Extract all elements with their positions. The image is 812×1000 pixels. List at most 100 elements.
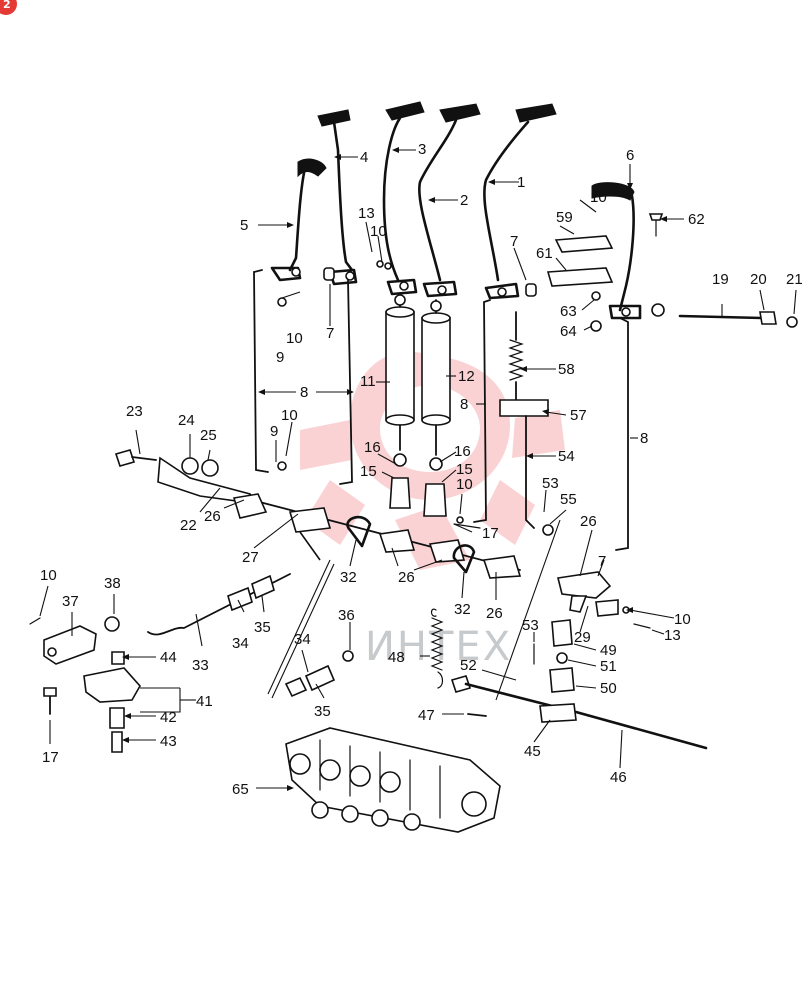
pivot-49-50	[533, 619, 575, 693]
callout-62: 62	[688, 211, 705, 228]
callout-2: 2	[460, 192, 468, 209]
small-hardware	[277, 260, 665, 529]
lever-6	[591, 182, 642, 320]
callout-8: 8	[300, 384, 308, 401]
callout-10: 10	[281, 407, 298, 424]
callout-3: 3	[418, 141, 426, 158]
callout-26: 26	[580, 513, 597, 530]
callout-13: 13	[664, 627, 681, 644]
callout-10: 10	[456, 476, 473, 493]
callout-35: 35	[254, 619, 271, 636]
cross-shaft-26	[232, 493, 522, 579]
callout-35: 35	[314, 703, 331, 720]
callout-17: 17	[42, 749, 59, 766]
lever-4	[317, 109, 358, 286]
callout-10: 10	[286, 330, 303, 347]
callout-53: 53	[522, 617, 539, 634]
callout-13: 13	[358, 205, 375, 222]
callout-52: 52	[460, 657, 477, 674]
shaft-19	[678, 311, 798, 328]
callout-4: 4	[360, 149, 368, 166]
callout-63: 63	[560, 303, 577, 320]
callout-44: 44	[160, 649, 177, 666]
lever-2	[418, 103, 481, 298]
spring-48	[430, 608, 444, 689]
callout-24: 24	[178, 412, 195, 429]
callout-22: 22	[180, 517, 197, 534]
callout-7: 7	[510, 233, 518, 250]
callout-29: 29	[574, 629, 591, 646]
callout-34: 34	[294, 631, 311, 648]
callout-9: 9	[276, 349, 284, 366]
callout-25: 25	[200, 427, 217, 444]
callout-15: 15	[360, 463, 377, 480]
callout-51: 51	[600, 658, 617, 675]
callout-58: 58	[558, 361, 575, 378]
callout-17: 17	[482, 525, 499, 542]
callout-10: 10	[370, 223, 387, 240]
callout-21: 21	[786, 271, 803, 288]
assembly-guide-lines	[267, 519, 561, 701]
callout-12: 12	[458, 368, 475, 385]
lever-3	[382, 101, 425, 296]
lever-5	[270, 158, 327, 282]
callout-26: 26	[486, 605, 503, 622]
callout-61: 61	[536, 245, 553, 262]
callout-10: 10	[40, 567, 57, 584]
callout-8: 8	[460, 396, 468, 413]
callout-6: 6	[626, 147, 634, 164]
callout-36: 36	[338, 607, 355, 624]
callout-59: 59	[556, 209, 573, 226]
callout-leaders	[39, 147, 797, 791]
callout-32: 32	[454, 601, 471, 618]
callout-20: 20	[750, 271, 767, 288]
callout-46: 46	[610, 769, 627, 786]
cylinder-12	[421, 299, 451, 517]
callout-5: 5	[240, 217, 248, 234]
cylinder-11	[385, 294, 415, 509]
callout-48: 48	[388, 649, 405, 666]
callout-7: 7	[598, 553, 606, 570]
callout-37: 37	[62, 593, 79, 610]
callout-55: 55	[560, 491, 577, 508]
callout-8: 8	[640, 430, 648, 447]
callout-34: 34	[232, 635, 249, 652]
callout-1: 1	[517, 174, 525, 191]
callout-10: 10	[590, 189, 607, 206]
bracket-41	[83, 651, 141, 753]
callout-11: 11	[360, 373, 376, 390]
callout-50: 50	[600, 680, 617, 697]
callout-38: 38	[104, 575, 121, 592]
spring-assembly-58	[499, 311, 554, 536]
callout-32: 32	[340, 569, 357, 586]
callout-15: 15	[456, 461, 473, 478]
lever-1	[483, 103, 557, 300]
callout-19: 19	[712, 271, 729, 288]
callout-16: 16	[454, 443, 471, 460]
control-valve-65	[285, 727, 501, 833]
callout-54: 54	[558, 448, 575, 465]
pivot-bracket-22	[114, 449, 260, 506]
callout-7: 7	[326, 325, 334, 342]
callout-26: 26	[204, 508, 221, 525]
connector-34-35	[284, 650, 354, 698]
callout-42: 42	[160, 709, 177, 726]
callout-labels: 1 2 3 4 5 6 7 7 7 8 8 8 9 9 10 10 10 10 …	[40, 141, 803, 798]
callout-64: 64	[560, 323, 577, 340]
callout-53: 53	[542, 475, 559, 492]
callout-26: 26	[398, 569, 415, 586]
callout-49: 49	[600, 642, 617, 659]
callout-27: 27	[242, 549, 259, 566]
bracket-59-61	[546, 213, 664, 332]
corner-badge: 2	[0, 0, 17, 15]
callout-16: 16	[364, 439, 381, 456]
linkage-rod-33	[29, 573, 291, 715]
callout-41: 41	[196, 693, 213, 710]
callout-65: 65	[232, 781, 249, 798]
callout-57: 57	[570, 407, 587, 424]
control-rods-8	[253, 269, 629, 551]
callout-43: 43	[160, 733, 177, 750]
svg-text:2: 2	[3, 0, 11, 11]
arm-29	[557, 571, 651, 629]
